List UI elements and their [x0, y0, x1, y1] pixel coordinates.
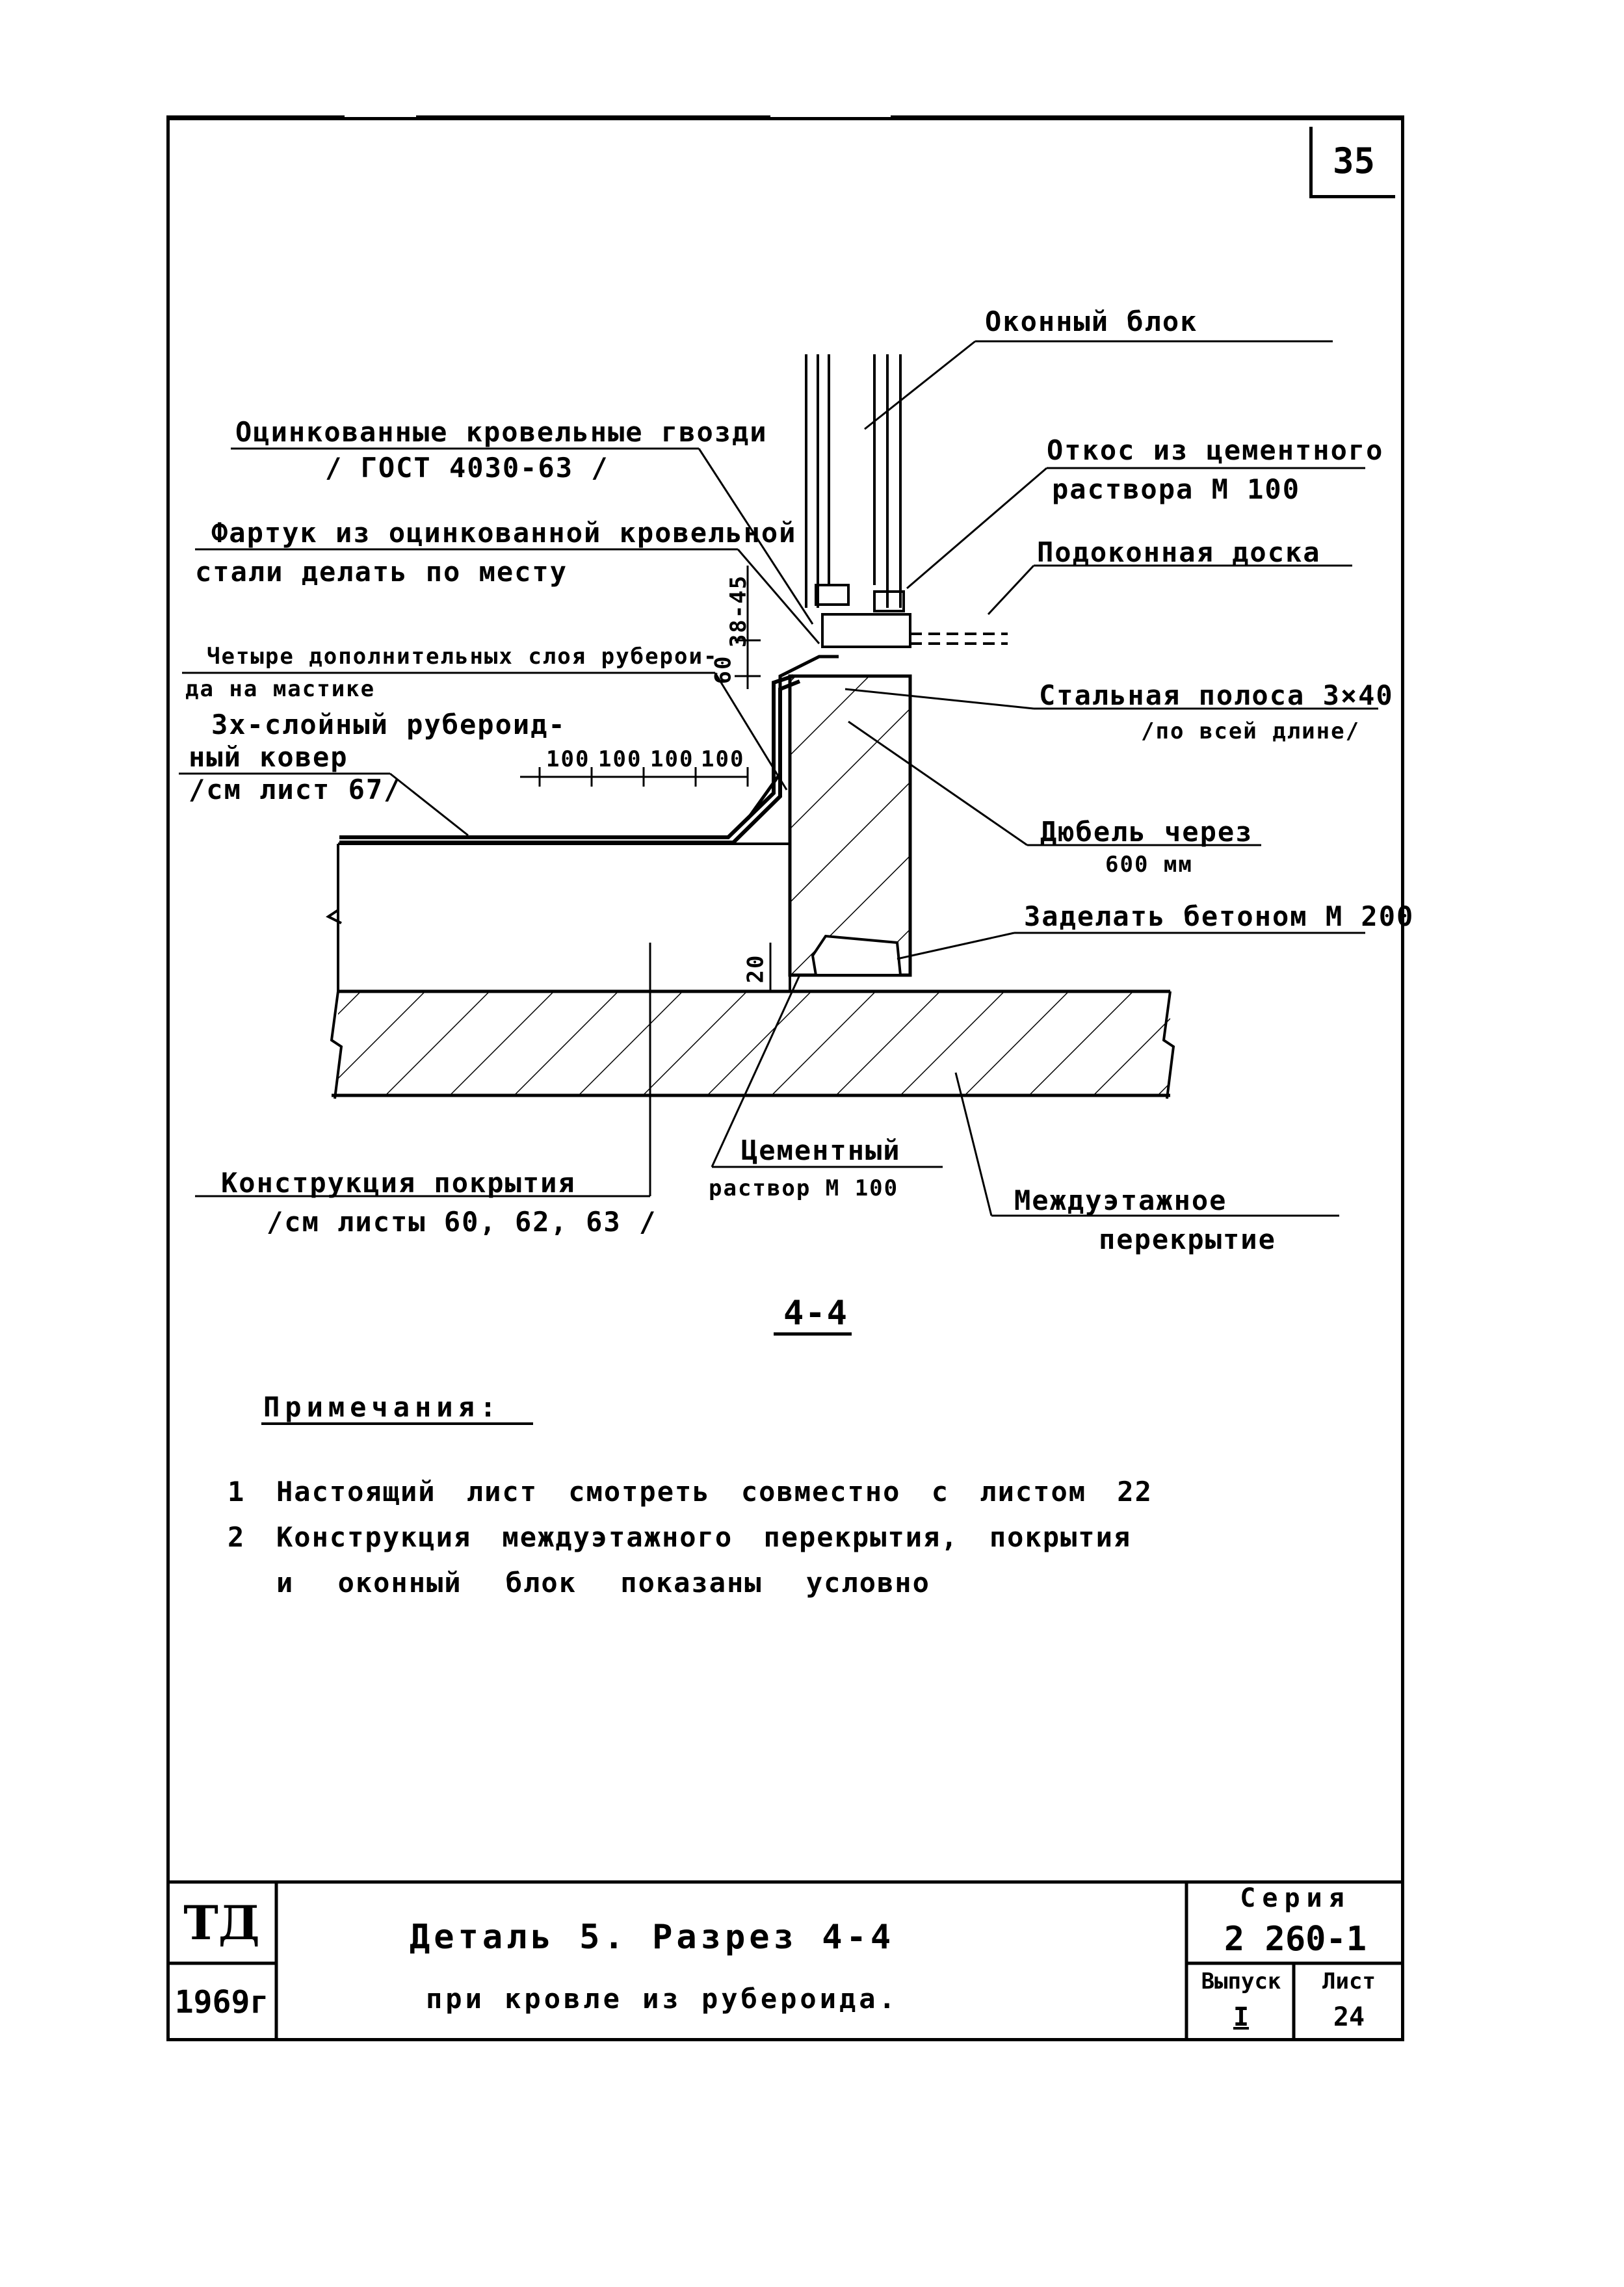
title-block-lines — [166, 1880, 1404, 2041]
note-2-number: 2 — [228, 1521, 246, 1553]
label-nails-gost: / ГОСТ 4030-63 / — [325, 452, 609, 484]
label-cement: Цементный — [741, 1134, 901, 1166]
drawing-frame — [166, 117, 1404, 2041]
label-steel-strip-length: /по всей длине/ — [1141, 718, 1361, 744]
window-block — [805, 354, 1008, 648]
sheet-label: Лист — [1322, 1968, 1376, 1994]
dim-height-range: 38-45 — [726, 574, 752, 648]
label-dowel-spacing: 600 мм — [1105, 852, 1193, 878]
note-2-text: Конструкция междуэтажного перекрытия, по… — [276, 1521, 1132, 1553]
label-window-block: Оконный блок — [985, 306, 1198, 337]
note-2-continuation: и оконный блок показаны условно — [276, 1567, 930, 1599]
series-label: Серия — [1240, 1883, 1351, 1913]
roofing-carpet — [339, 655, 839, 844]
notes-heading: Примечания: — [263, 1391, 502, 1423]
title-block-year: 1969г — [174, 1984, 269, 2020]
label-apron: Фартук из оцинкованной кровельной — [211, 517, 797, 549]
dim-height-60: 60 — [710, 655, 737, 685]
label-roof-construction: Конструкция покрытия — [221, 1167, 576, 1199]
title-block-org: ТД — [183, 1895, 260, 1950]
label-roof-sheets: /см листы 60, 62, 63 / — [267, 1206, 657, 1238]
label-carpet: 3х-слойный рубероид- — [211, 709, 566, 740]
dim-step-4: 100 — [701, 746, 745, 772]
label-dowel: Дюбель через — [1040, 816, 1253, 848]
label-nails: Оцинкованные кровельные гвозди — [235, 416, 768, 448]
leader-lines — [179, 340, 1378, 1217]
sheet-value: 24 — [1333, 2002, 1365, 2032]
dimension-lines — [520, 566, 772, 991]
label-carpet-2: ный ковер — [189, 741, 348, 773]
label-floor-2: перекрытие — [1099, 1223, 1276, 1255]
section-title: 4-4 — [783, 1294, 848, 1333]
dim-gap-20: 20 — [742, 954, 769, 984]
dim-step-2: 100 — [598, 746, 642, 772]
note-1-number: 1 — [228, 1476, 246, 1508]
note-1-text: Настоящий лист смотреть совместно с лист… — [276, 1476, 1153, 1508]
series-value: 2 260-1 — [1224, 1919, 1367, 1959]
label-four-layers-mastic: да на мастике — [185, 676, 376, 702]
label-carpet-ref: /см лист 67/ — [189, 774, 402, 805]
label-slope: Откос из цементного — [1047, 434, 1384, 466]
label-slope-mortar: раствора М 100 — [1052, 473, 1301, 505]
dim-step-3: 100 — [650, 746, 694, 772]
issue-value: I — [1233, 2002, 1250, 2032]
label-embed-concrete: Заделать бетоном М 200 — [1024, 900, 1415, 932]
issue-label: Выпуск — [1201, 1968, 1281, 1994]
floor-slab — [330, 989, 1175, 1099]
label-sill-board: Подоконная доска — [1037, 536, 1321, 568]
label-apron-place: стали делать по месту — [195, 556, 568, 588]
roof-construction — [326, 843, 790, 991]
title-line-1: Деталь 5. Разрез 4-4 — [410, 1918, 895, 1957]
label-steel-strip: Стальная полоса 3×40 — [1039, 679, 1394, 711]
sheet-number: 35 — [1309, 127, 1395, 198]
title-line-2: при кровле из рубероида. — [426, 1983, 898, 2015]
label-floor: Междуэтажное — [1014, 1184, 1227, 1216]
dim-step-1: 100 — [546, 746, 590, 772]
label-four-layers: Четыре дополнительных слоя руберои- — [207, 644, 718, 670]
curb-wall — [788, 674, 912, 991]
label-cement-mortar: раствор М 100 — [709, 1175, 899, 1201]
